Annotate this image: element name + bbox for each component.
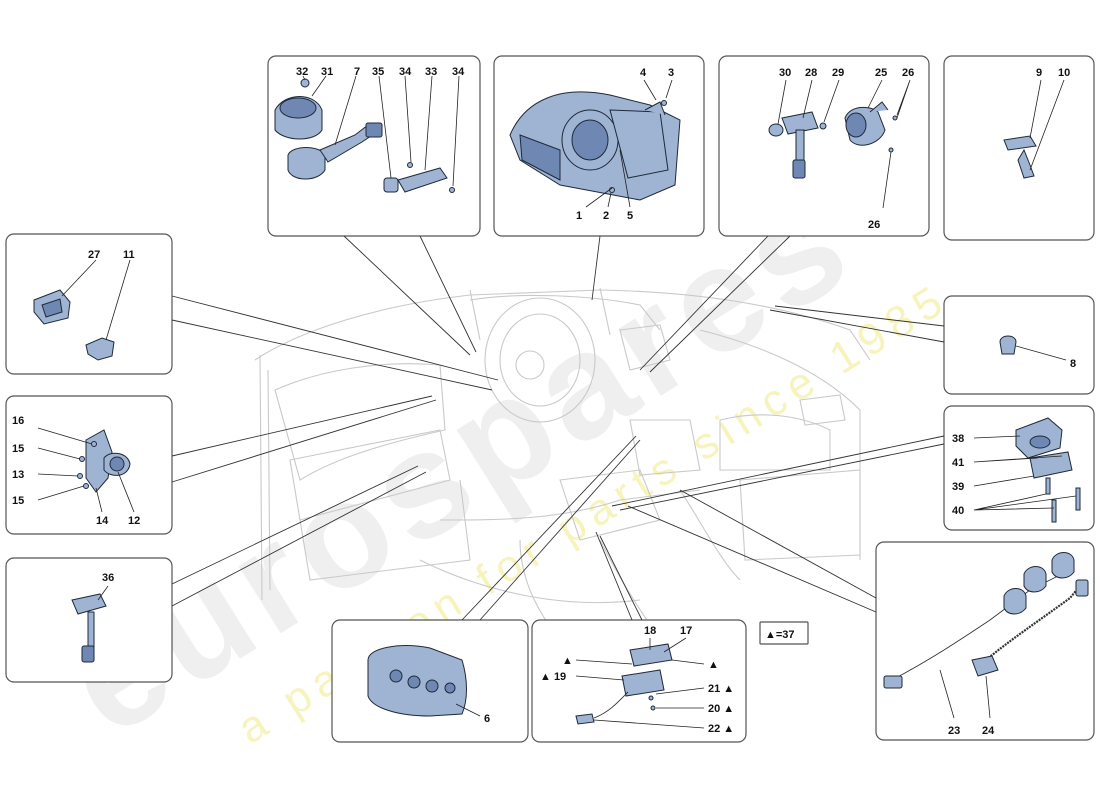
box-ignition: 30 28 29 25 26 26 xyxy=(639,55,930,373)
callout-31: 31 xyxy=(321,66,333,78)
legend-note-text: ▲=37 xyxy=(765,629,795,641)
callout-36: 36 xyxy=(102,572,114,584)
callout-32: 32 xyxy=(296,66,308,78)
callout-26-a: 26 xyxy=(902,67,914,79)
callout-40: 40 xyxy=(952,505,964,517)
legend-note-frame xyxy=(759,621,809,645)
callout-2: 2 xyxy=(603,210,609,222)
triangle-marker-1: ▲ xyxy=(562,655,573,667)
callout-21: 21 ▲ xyxy=(708,683,734,695)
callout-15-b: 15 xyxy=(12,495,24,507)
callout-41: 41 xyxy=(952,457,964,469)
callout-13: 13 xyxy=(12,469,24,481)
callout-11: 11 xyxy=(123,249,135,261)
callout-19: ▲ 19 xyxy=(540,671,566,683)
box-36: 36 xyxy=(5,465,427,683)
callout-34-b: 34 xyxy=(452,66,465,78)
callout-25: 25 xyxy=(875,67,887,79)
callout-9: 9 xyxy=(1036,67,1042,79)
box-mount: 38 41 39 40 xyxy=(611,405,1095,531)
callout-20: 20 ▲ xyxy=(708,703,734,715)
callout-33: 33 xyxy=(425,66,437,78)
box-switch-group-frame xyxy=(267,55,481,237)
callout-10: 10 xyxy=(1058,67,1070,79)
box-27-11-frame xyxy=(5,233,173,375)
callout-30: 30 xyxy=(779,67,791,79)
callout-35: 35 xyxy=(372,66,384,78)
callout-1: 1 xyxy=(576,210,582,222)
box-27-11: 27 11 xyxy=(5,233,499,391)
callout-15-a: 15 xyxy=(12,443,24,455)
callout-7: 7 xyxy=(354,66,360,78)
callout-14: 14 xyxy=(96,515,109,527)
box-console-switches: 18 17 ▲ ▲ ▲ 19 21 ▲ 20 ▲ 22 ▲ xyxy=(531,531,747,743)
callout-16: 16 xyxy=(12,415,24,427)
legend-note: ▲=37 xyxy=(759,621,809,645)
callout-4: 4 xyxy=(640,67,647,79)
callout-27: 27 xyxy=(88,249,100,261)
callout-18: 18 xyxy=(644,625,656,637)
callout-29: 29 xyxy=(832,67,844,79)
box-wiring-harness: 23 24 xyxy=(627,489,1095,741)
callout-26-b: 26 xyxy=(868,219,880,231)
box-8: 8 xyxy=(769,295,1095,395)
callout-38: 38 xyxy=(952,433,964,445)
box-sensor: 9 10 xyxy=(943,55,1095,241)
callout-22: 22 ▲ xyxy=(708,723,734,735)
box-bracket: 16 15 13 15 14 12 xyxy=(5,395,437,535)
callout-5: 5 xyxy=(627,210,633,222)
callout-12: 12 xyxy=(128,515,140,527)
callout-6: 6 xyxy=(484,713,490,725)
box-ignition-frame xyxy=(718,55,930,237)
callout-34-a: 34 xyxy=(399,66,412,78)
box-climate-control: 6 xyxy=(331,435,641,743)
callout-24: 24 xyxy=(982,725,995,737)
interior-outline xyxy=(254,287,871,651)
callout-28: 28 xyxy=(805,67,817,79)
callout-17: 17 xyxy=(680,625,692,637)
box-8-frame xyxy=(943,295,1095,395)
box-instrument-cluster: 4 3 1 2 5 xyxy=(493,55,705,301)
callout-3: 3 xyxy=(668,67,674,79)
callout-8: 8 xyxy=(1070,358,1076,370)
callout-39: 39 xyxy=(952,481,964,493)
box-switch-group: 32 31 7 35 34 33 34 xyxy=(267,55,481,356)
callout-23: 23 xyxy=(948,725,960,737)
triangle-marker-2: ▲ xyxy=(708,659,719,671)
